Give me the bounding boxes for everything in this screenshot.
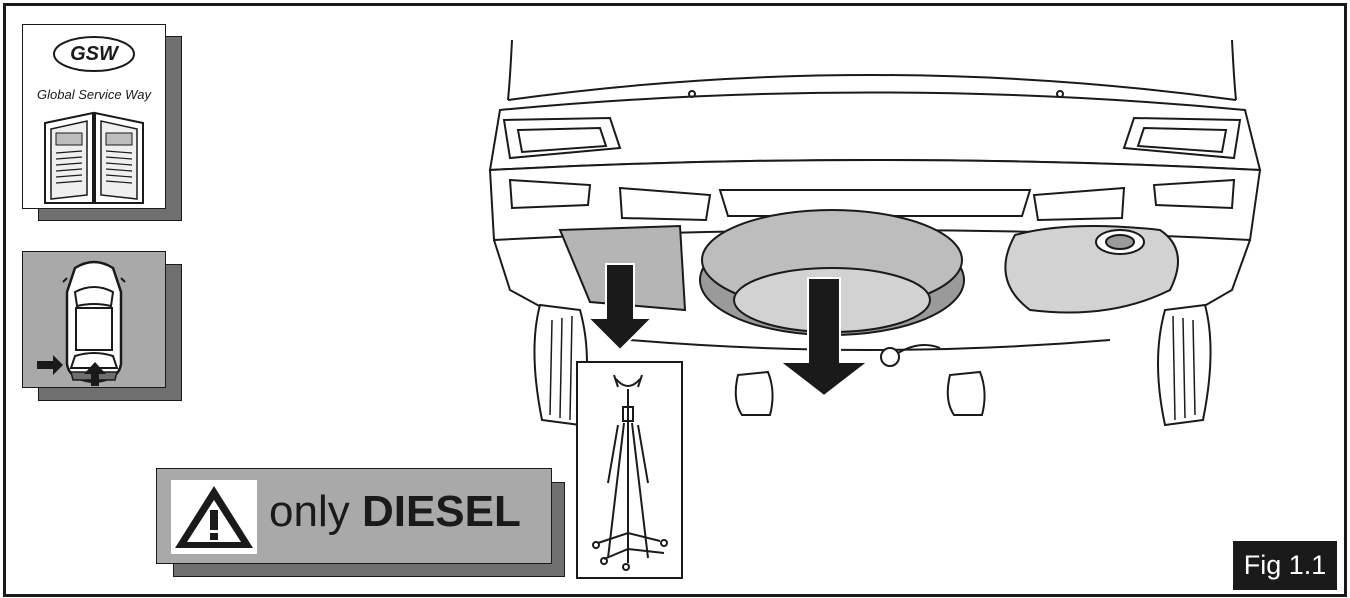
figure-frame (3, 3, 1347, 597)
jack-stand-icon (592, 374, 668, 571)
rear-arrow-icon (84, 362, 106, 386)
car-top-view-icon (62, 260, 126, 384)
diesel-warning-text: only DIESEL (269, 487, 521, 537)
gsw-logo-icon (53, 36, 135, 72)
manual-card: GSW Global Service Way (22, 24, 166, 209)
side-arrow-icon (37, 355, 63, 375)
diesel-fuel-label: DIESEL (361, 487, 521, 536)
diesel-warning-card: only DIESEL (156, 468, 552, 564)
jack-stand-inset (576, 361, 683, 579)
open-manual-icon (44, 111, 144, 204)
diesel-prefix: only (269, 487, 350, 536)
position-card (22, 251, 166, 388)
warning-icon-box (171, 480, 257, 554)
gsw-tagline: Global Service Way (37, 87, 151, 102)
figure-number-label: Fig 1.1 (1233, 541, 1337, 590)
down-arrow-icon (585, 263, 871, 398)
warning-triangle-icon (175, 486, 253, 548)
car-rear-illustration (488, 39, 1262, 427)
gsw-badge-text: GSW (70, 43, 118, 65)
